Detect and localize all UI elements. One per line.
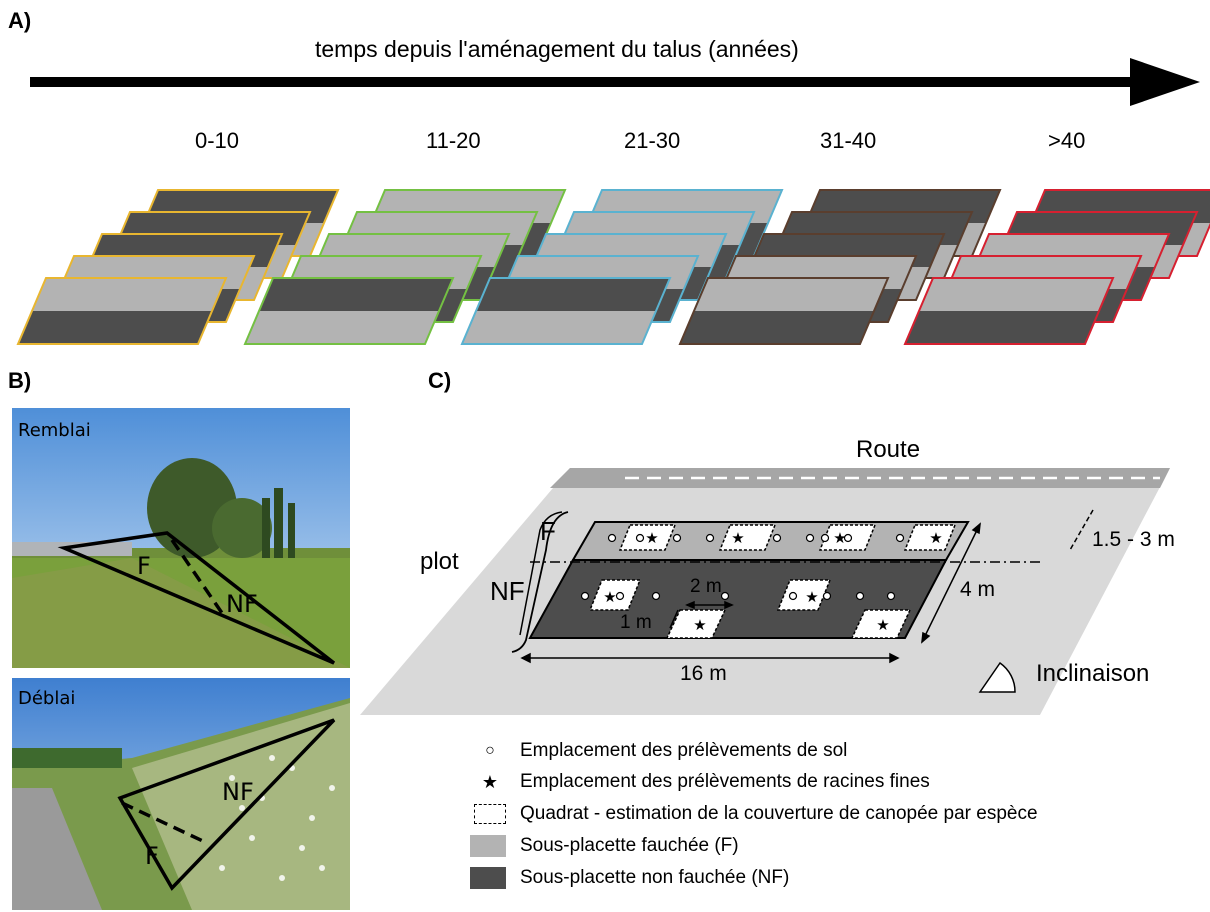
panel-c-label: C) bbox=[428, 368, 452, 393]
soil-sample-markers bbox=[580, 533, 905, 601]
plot-card-top bbox=[476, 278, 670, 311]
remblai-nf-label: NF bbox=[226, 590, 258, 618]
legend-mown: Sous-placette fauchée (F) bbox=[470, 830, 1210, 862]
panel-a-label: A) bbox=[8, 8, 32, 33]
star-icon: ★ bbox=[481, 771, 499, 792]
svg-text:★: ★ bbox=[876, 617, 889, 634]
road-label: Route bbox=[856, 436, 921, 463]
period-label-11-20: 11-20 bbox=[426, 128, 481, 153]
period-label-0-10: 0-10 bbox=[195, 128, 240, 153]
nf-subplot-label: NF bbox=[490, 576, 525, 606]
plot-card-outline bbox=[16, 277, 228, 345]
legend-unmown: Sous-placette non fauchée (NF) bbox=[470, 862, 1210, 894]
deblai-photo bbox=[12, 678, 350, 910]
plot-card-bottom bbox=[905, 311, 1099, 344]
legend-roots-text: Emplacement des prélèvements de racines … bbox=[520, 771, 930, 792]
remblai-f-label: F bbox=[137, 552, 151, 580]
plot-card-outline bbox=[243, 277, 455, 345]
plot-card-bottom bbox=[245, 311, 439, 344]
unmown-swatch bbox=[470, 867, 510, 889]
panel-b-label: B) bbox=[8, 368, 32, 393]
dim-16m-label: 16 m bbox=[680, 662, 727, 685]
circle-icon: ○ bbox=[485, 742, 495, 759]
mown-swatch bbox=[470, 835, 510, 857]
road bbox=[550, 468, 1170, 488]
time-axis-title: temps depuis l'aménagement du talus (ann… bbox=[315, 36, 799, 62]
slope-label: Inclinaison bbox=[1036, 660, 1150, 687]
plot-card-top bbox=[32, 278, 226, 311]
legend-unmown-text: Sous-placette non fauchée (NF) bbox=[520, 867, 790, 888]
legend: ○ Emplacement des prélèvements de sol ★ … bbox=[470, 736, 1210, 894]
period-label-31-40: 31-40 bbox=[820, 128, 877, 153]
plot-card-outline bbox=[903, 277, 1115, 345]
svg-text:★: ★ bbox=[929, 530, 942, 547]
deblai-nf-label: NF bbox=[222, 778, 254, 806]
plot-card-bottom bbox=[462, 311, 656, 344]
root-sample-markers: ★ ★ ★ ★ ★ ★ ★ ★ bbox=[603, 530, 942, 634]
plot-card-top bbox=[694, 278, 888, 311]
deblai-title: Déblai bbox=[18, 688, 76, 709]
svg-text:★: ★ bbox=[805, 589, 818, 606]
svg-text:★: ★ bbox=[693, 617, 706, 634]
legend-soil: ○ Emplacement des prélèvements de sol bbox=[470, 736, 1210, 766]
legend-quadrat-text: Quadrat - estimation de la couverture de… bbox=[520, 803, 1038, 824]
time-arrow bbox=[30, 58, 1200, 106]
plot-card-outline bbox=[678, 277, 890, 345]
plot-card-top bbox=[919, 278, 1113, 311]
plot-schema: ★ ★ ★ ★ ★ ★ ★ ★ bbox=[360, 468, 1170, 715]
f-subplot-label: F bbox=[540, 516, 556, 546]
svg-text:★: ★ bbox=[603, 589, 616, 606]
plot-card-bottom bbox=[680, 311, 874, 344]
period-label-over-40: >40 bbox=[1048, 128, 1086, 153]
dim-1m-label: 1 m bbox=[620, 612, 652, 633]
deblai-f-label: F bbox=[145, 842, 159, 870]
plot-label: plot bbox=[420, 548, 459, 575]
plot-card-top bbox=[259, 278, 453, 311]
svg-text:★: ★ bbox=[833, 530, 846, 547]
panel-a-graphic bbox=[16, 58, 1210, 345]
plot-stacks bbox=[16, 189, 1210, 345]
plot-card-outline bbox=[460, 277, 672, 345]
remblai-photo bbox=[12, 408, 350, 668]
plot-card-bottom bbox=[18, 311, 212, 344]
dim-4m-label: 4 m bbox=[960, 578, 996, 601]
legend-soil-text: Emplacement des prélèvements de sol bbox=[520, 740, 848, 761]
period-label-21-30: 21-30 bbox=[624, 128, 681, 153]
svg-text:★: ★ bbox=[645, 530, 658, 547]
dim-buffer-label: 1.5 - 3 m bbox=[1092, 528, 1175, 551]
svg-text:★: ★ bbox=[731, 530, 744, 547]
legend-roots: ★ Emplacement des prélèvements de racine… bbox=[470, 766, 1210, 798]
legend-quadrat: Quadrat - estimation de la couverture de… bbox=[470, 798, 1210, 830]
quadrat-icon bbox=[470, 804, 510, 824]
quadrats-nf bbox=[588, 579, 912, 639]
dim-2m-label: 2 m bbox=[690, 576, 722, 597]
legend-mown-text: Sous-placette fauchée (F) bbox=[520, 835, 739, 856]
remblai-title: Remblai bbox=[18, 420, 91, 441]
